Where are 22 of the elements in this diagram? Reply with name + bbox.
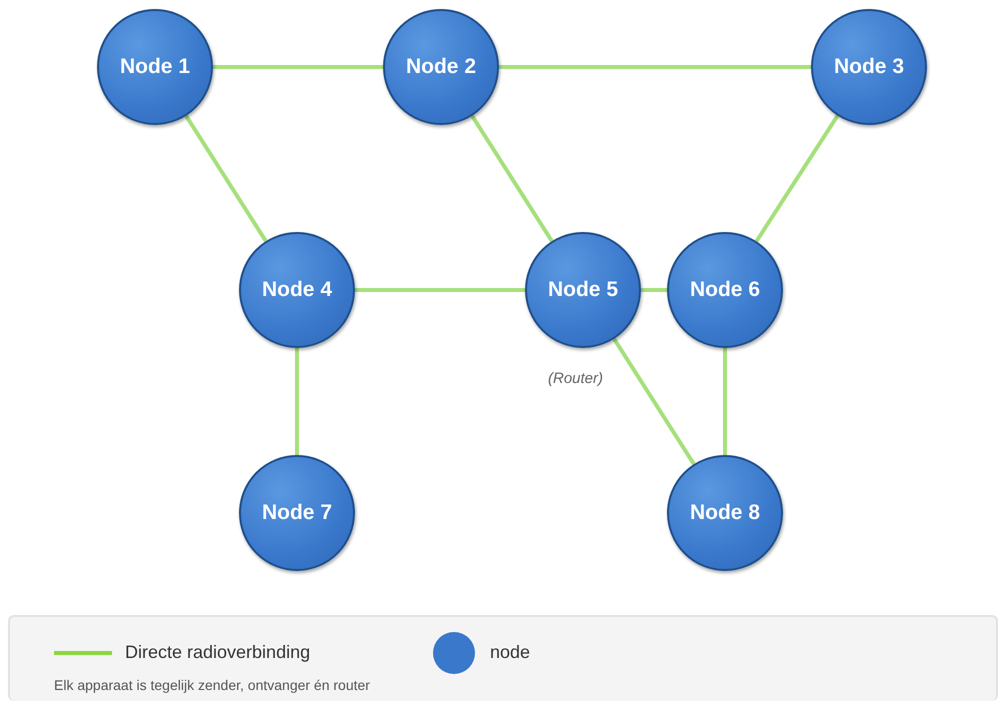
legend-label: node	[490, 642, 530, 663]
node-label: Node 8	[690, 501, 760, 525]
node-label: Node 4	[262, 278, 332, 302]
node-label: Node 6	[690, 278, 760, 302]
legend-label: Directe radioverbinding	[125, 642, 310, 663]
connection-line	[470, 114, 554, 242]
connection-line	[499, 65, 811, 69]
legend-note: Elk apparaat is tegelijk zender, ontvanger én router	[54, 677, 370, 693]
node-label: Node 1	[120, 55, 190, 79]
node-label: Node 2	[406, 55, 476, 79]
node-label: Node 7	[262, 501, 332, 525]
connection-line	[295, 348, 299, 455]
node-label: Node 3	[834, 55, 904, 79]
connection-line	[213, 65, 383, 69]
connection-line	[355, 288, 525, 292]
connection-line	[723, 348, 727, 455]
connection-line	[641, 288, 667, 292]
connection-line	[612, 338, 696, 466]
node-label: Node 5	[548, 278, 618, 302]
connection-line	[754, 114, 840, 242]
connection-line	[184, 114, 268, 242]
node-caption: (Router)	[548, 370, 604, 387]
